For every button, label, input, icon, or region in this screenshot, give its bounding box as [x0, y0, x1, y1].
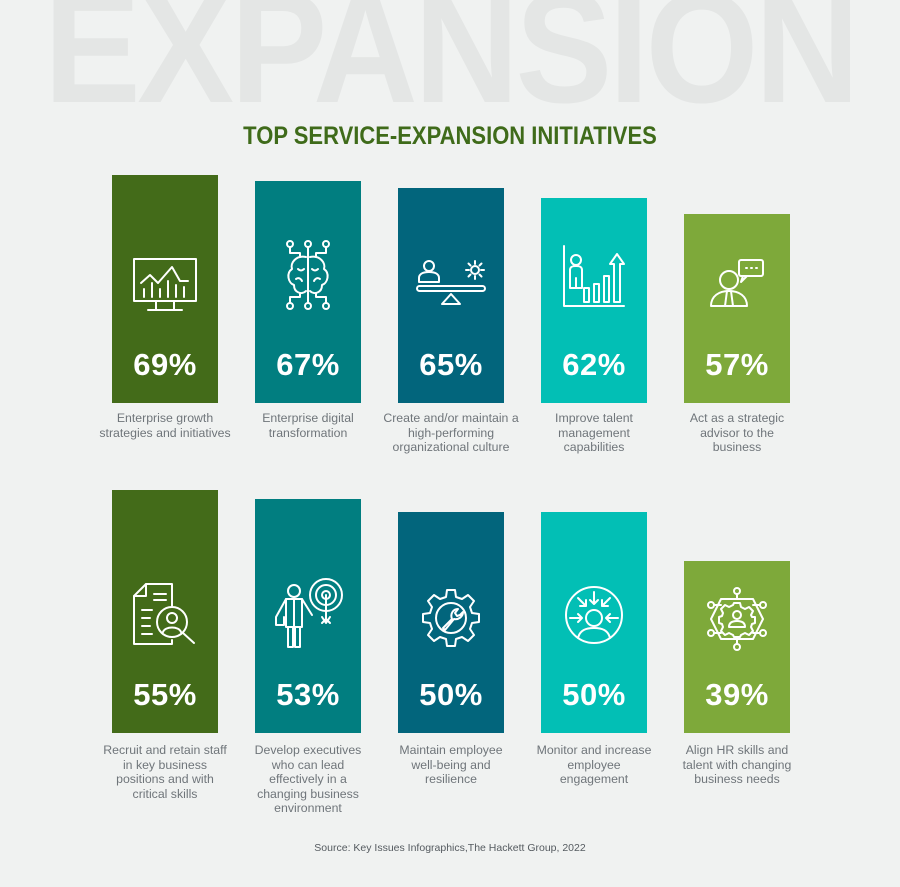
monitor-chart-icon	[132, 257, 198, 320]
bar-enterprise-growth: 69%	[112, 175, 218, 403]
bar-value: 39%	[705, 677, 769, 712]
background-watermark-word: EXPANSION	[43, 0, 860, 136]
bar-label: Enterprise digital transformation	[262, 411, 354, 440]
bar-digital-transformation: 67%	[255, 181, 361, 403]
bar-talent-management: 62%	[541, 198, 647, 403]
bar-value: 50%	[562, 677, 626, 712]
bar-value: 67%	[276, 347, 340, 382]
bar-label: Enterprise growth strategies and initiat…	[99, 411, 231, 440]
person-growth-chart-icon	[562, 244, 626, 313]
bar-label: Act as a strategic advisor to the busine…	[689, 411, 785, 455]
bar-label: Monitor and increase employee engagement	[536, 743, 652, 787]
bar-label: Maintain employee well-being and resilie…	[399, 743, 503, 787]
bar-label: Recruit and retain staff in key business…	[103, 743, 227, 801]
bar-label: Align HR skills and talent with changing…	[682, 743, 792, 787]
focus-person-icon	[564, 584, 624, 651]
gear-wrench-icon	[421, 588, 481, 653]
hexagon-gear-network-icon	[707, 587, 767, 656]
bar-strategic-advisor: 57%	[684, 214, 790, 403]
executive-target-icon	[272, 577, 344, 654]
chart-title: TOP SERVICE-EXPANSION INITIATIVES	[243, 122, 657, 150]
document-search-person-icon	[132, 582, 198, 651]
bar-value: 69%	[133, 347, 197, 382]
bar-label: Create and/or maintain a high-performing…	[383, 411, 519, 455]
brain-circuit-icon	[284, 239, 332, 316]
bar-recruit-retain: 55%	[112, 490, 218, 733]
bar-label: Improve talent management capabilities	[555, 411, 633, 455]
bar-value: 55%	[133, 677, 197, 712]
bar-align-hr-skills: 39%	[684, 561, 790, 733]
bar-value: 50%	[419, 677, 483, 712]
bar-label: Develop executives who can lead effectiv…	[254, 743, 362, 816]
bar-value: 65%	[419, 347, 483, 382]
bar-value: 57%	[705, 347, 769, 382]
source-note: Source: Key Issues Infographics,The Hack…	[314, 842, 586, 854]
bar-employee-wellbeing: 50%	[398, 512, 504, 733]
bar-employee-engagement: 50%	[541, 512, 647, 733]
bar-value: 53%	[276, 677, 340, 712]
balance-person-gear-icon	[415, 258, 487, 313]
bar-organizational-culture: 65%	[398, 188, 504, 403]
bar-value: 62%	[562, 347, 626, 382]
advisor-speech-icon	[709, 258, 765, 315]
bar-develop-executives: 53%	[255, 499, 361, 733]
